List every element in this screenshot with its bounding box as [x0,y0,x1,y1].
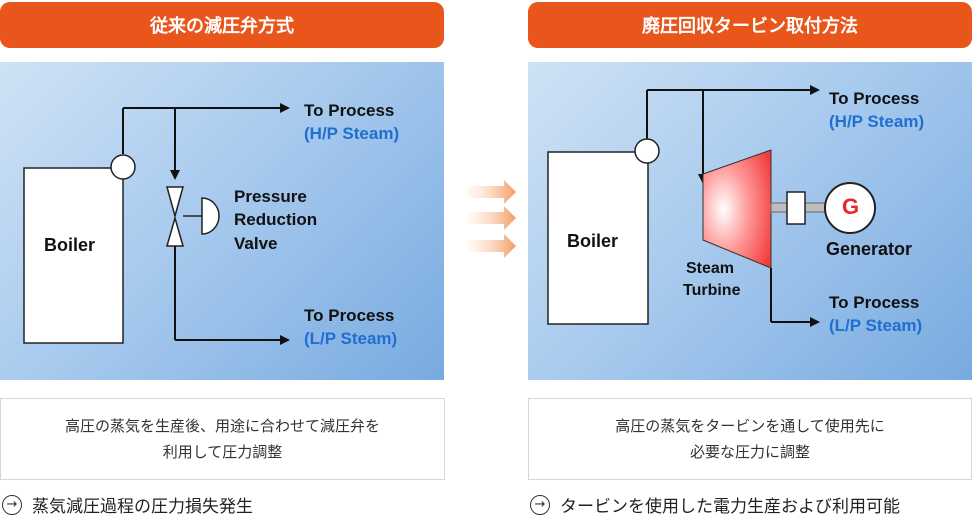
right-result-text: タービンを使用した電力生産および利用可能 [560,497,900,517]
circle-arrow-right-icon: → [2,494,22,515]
left-valve-bottom [166,215,184,247]
left-result-text: 蒸気減圧過程の圧力損失発生 [32,497,253,517]
right-coupling [786,191,806,225]
right-generator-label: Generator [826,239,913,259]
left-result: → 蒸気減圧過程の圧力損失発生 [2,492,253,517]
right-lp-destination: To Process [829,293,920,312]
left-hp-destination: To Process [304,101,395,120]
left-valve-top [166,186,184,219]
left-gauge-circle [110,154,136,180]
right-hp-steam-label: (H/P Steam) [829,112,925,131]
left-hp-steam-label: (H/P Steam) [304,124,400,143]
left-valve-actuator [201,197,220,235]
right-diagram-panel: Boiler Steam Turbine G Generator To Proc… [528,62,972,380]
right-gauge-circle [634,138,660,164]
right-generator-symbol: G [842,194,860,219]
left-lp-destination: To Process [304,306,395,325]
right-turbine-label-1: Steam [686,260,735,277]
right-generator-circle [824,182,876,234]
left-lp-steam-label: (L/P Steam) [304,329,398,348]
right-turbine-label-2: Turbine [683,282,741,299]
right-title: 廃圧回収タービン取付方法 [642,16,858,37]
left-valve-label-1: Pressure [234,187,307,206]
left-valve-label-3: Valve [234,234,278,253]
left-boiler-box [23,167,124,344]
left-boiler-label: Boiler [44,235,96,255]
left-diagram [23,103,290,345]
right-description-box: 高圧の蒸気をタービンを通して使用先に 必要な圧力に調整 [528,398,972,480]
left-description-line-1: 高圧の蒸気を生産後、用途に合わせて減圧弁を [64,417,380,435]
right-lp-steam-label: (L/P Steam) [829,316,923,335]
flow-arrow-1 [468,180,516,204]
left-diagram-panel: Boiler Pressure Reduction Valve To Proce… [0,62,444,380]
left-title-tab: 従来の減圧弁方式 [0,2,444,48]
flow-arrow-2 [468,206,516,230]
right-diagram [547,85,876,327]
circle-arrow-right-icon: → [530,494,550,515]
right-result: → タービンを使用した電力生産および利用可能 [530,492,900,517]
right-title-tab: 廃圧回収タービン取付方法 [528,2,972,48]
right-boiler-box [547,151,649,325]
right-boiler-label: Boiler [567,231,619,251]
right-steam-turbine [702,149,772,269]
left-description-line-2: 利用して圧力調整 [162,443,283,461]
left-valve-label-2: Reduction [234,210,318,229]
left-description-box: 高圧の蒸気を生産後、用途に合わせて減圧弁を 利用して圧力調整 [0,398,445,480]
right-hp-destination: To Process [829,89,920,108]
right-description-line-2: 必要な圧力に調整 [689,443,810,461]
left-title: 従来の減圧弁方式 [150,16,294,37]
flow-arrow-3 [468,234,516,258]
triple-arrow-right-icon [468,180,516,258]
right-description-line-1: 高圧の蒸気をタービンを通して使用先に [615,417,885,435]
